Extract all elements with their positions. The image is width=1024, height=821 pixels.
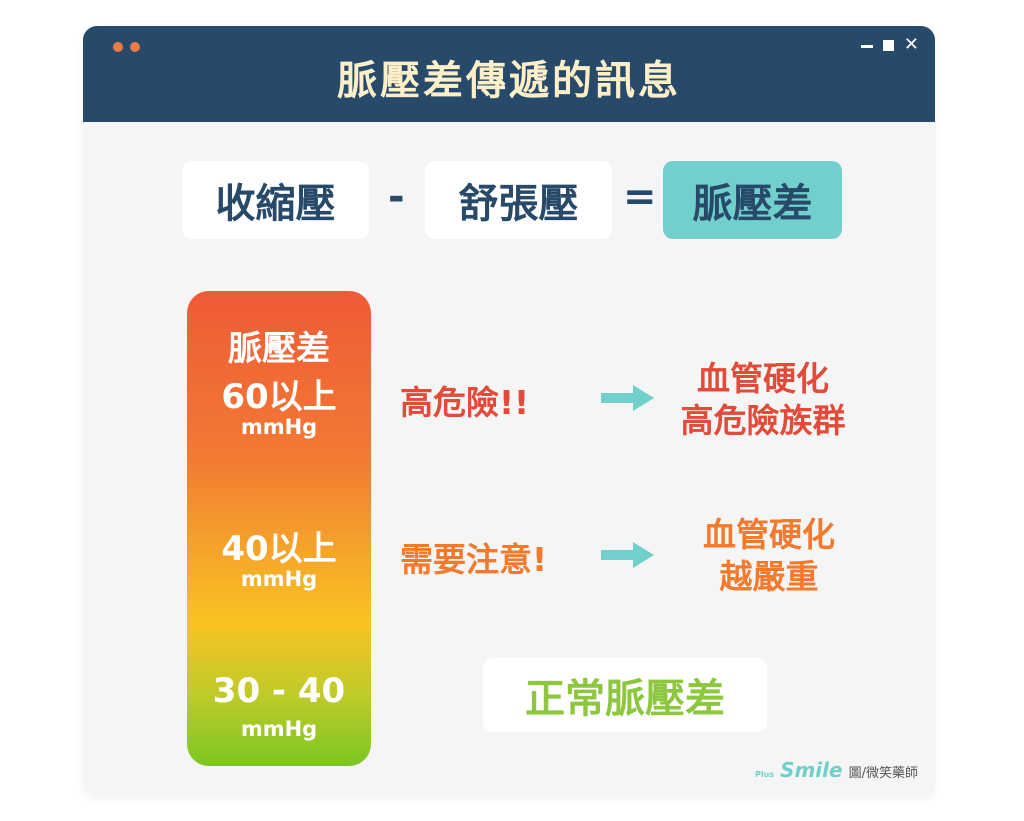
- attention-warning: 需要注意!: [400, 540, 548, 579]
- high-risk-result-line1: 血管硬化: [697, 359, 829, 398]
- systolic-label: 收縮壓: [215, 181, 336, 227]
- pulse-pressure-box: 脈壓差: [663, 161, 842, 239]
- window-controls: ✕: [860, 34, 919, 55]
- diastolic-label: 舒張壓: [458, 181, 579, 227]
- brand-logo: Smile: [780, 758, 843, 782]
- high-risk-result: 血管硬化 高危險族群: [663, 358, 863, 442]
- gauge-level-high: 60以上: [221, 377, 337, 417]
- maximize-icon[interactable]: [882, 39, 894, 51]
- gauge-level-mid: 40以上: [221, 529, 337, 569]
- minus-sign: -: [388, 174, 405, 220]
- brand-prefix: Plus: [755, 770, 775, 779]
- credit: Plus Smile 圖/微笑藥師: [755, 758, 918, 782]
- gauge-level-normal: 30 - 40: [212, 671, 346, 711]
- attention-result: 血管硬化 越嚴重: [669, 514, 869, 598]
- title-bar: 脈壓差傳遞的訊息 ✕: [83, 26, 935, 122]
- pulse-pressure-label: 脈壓差: [692, 181, 813, 227]
- attention-result-line1: 血管硬化: [703, 515, 835, 554]
- high-risk-result-line2: 高危險族群: [680, 401, 846, 440]
- close-icon[interactable]: ✕: [903, 34, 919, 55]
- credit-text: 圖/微笑藥師: [848, 766, 918, 781]
- window-dot-icon: [130, 42, 140, 52]
- window-dot-icon: [113, 42, 123, 52]
- gauge-unit-mid: mmHg: [240, 567, 318, 591]
- attention-result-line2: 越嚴重: [719, 557, 819, 596]
- gauge-unit-normal: mmHg: [240, 717, 318, 741]
- high-risk-warning: 高危險!!: [400, 383, 530, 422]
- minimize-icon[interactable]: [860, 44, 873, 48]
- arrow-right-icon: [601, 385, 654, 411]
- equals-sign: =: [623, 174, 657, 220]
- normal-pulse-pressure-box: 正常脈壓差: [483, 658, 767, 732]
- app-window: 脈壓差傳遞的訊息 ✕ 收縮壓 - 舒張壓 = 脈壓差 脈壓差 60以上 mmHg…: [83, 26, 935, 797]
- normal-pulse-pressure-label: 正常脈壓差: [525, 676, 725, 722]
- pressure-gauge: 脈壓差 60以上 mmHg 40以上 mmHg 30 - 40 mmHg: [187, 291, 371, 766]
- systolic-box: 收縮壓: [182, 161, 369, 239]
- page-title: 脈壓差傳遞的訊息: [337, 58, 681, 104]
- window-dots: [113, 42, 140, 52]
- diastolic-box: 舒張壓: [425, 161, 612, 239]
- gauge-unit-high: mmHg: [240, 415, 318, 439]
- arrow-right-icon: [601, 542, 654, 568]
- gauge-heading: 脈壓差: [228, 329, 330, 369]
